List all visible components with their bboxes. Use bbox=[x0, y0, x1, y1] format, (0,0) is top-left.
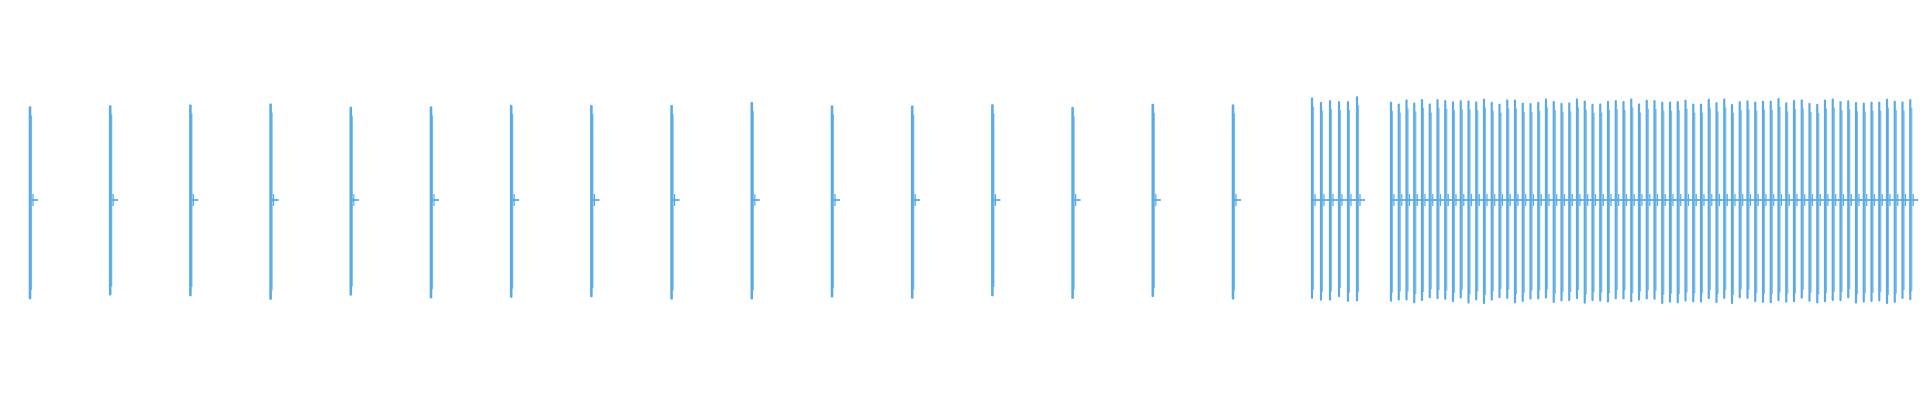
waveform-pulse bbox=[1337, 101, 1347, 298]
waveform-pulse bbox=[1475, 101, 1485, 301]
waveform-pulse bbox=[1909, 98, 1919, 301]
waveform-pulse bbox=[1490, 101, 1500, 301]
waveform-pulse bbox=[28, 106, 38, 300]
waveform-pulse bbox=[1328, 100, 1338, 301]
waveform-pulse bbox=[269, 103, 279, 300]
waveform-pulse bbox=[1506, 99, 1516, 299]
waveform-pulse bbox=[1389, 101, 1399, 302]
waveform-pulse bbox=[1699, 103, 1709, 303]
waveform-pulse bbox=[1831, 98, 1841, 302]
waveform-pulse bbox=[1785, 102, 1795, 303]
waveform-pulse bbox=[1676, 100, 1686, 304]
waveform-pulse bbox=[1738, 101, 1748, 299]
waveform-pulse bbox=[349, 106, 359, 296]
waveform-pulse bbox=[1707, 98, 1717, 300]
waveform-pulse bbox=[1808, 102, 1818, 302]
waveform-pulse bbox=[1346, 101, 1356, 302]
waveform-pulse bbox=[1467, 100, 1477, 304]
waveform-pulse bbox=[1405, 99, 1415, 301]
waveform-pulse bbox=[1723, 98, 1733, 300]
waveform-pulse bbox=[1839, 101, 1849, 302]
waveform-pulse bbox=[1231, 104, 1241, 300]
waveform-pulse bbox=[1482, 98, 1492, 305]
waveform-pulse bbox=[1071, 106, 1081, 299]
waveform-pulse bbox=[1529, 103, 1539, 300]
waveform-pulse bbox=[1622, 100, 1632, 300]
waveform-pulse bbox=[1816, 103, 1826, 304]
waveform-pulse bbox=[1637, 103, 1647, 301]
waveform-pulse bbox=[1893, 100, 1903, 303]
waveform-pulse bbox=[1498, 103, 1508, 299]
waveform-pulse bbox=[1862, 102, 1872, 303]
waveform-pulse bbox=[1310, 97, 1320, 299]
waveform-pulse bbox=[1552, 100, 1562, 303]
waveform-pulse bbox=[1885, 98, 1895, 305]
waveform-pulse bbox=[1537, 101, 1547, 300]
waveform-pulse bbox=[108, 105, 119, 296]
waveform-pulse bbox=[1444, 99, 1454, 300]
waveform-pulse bbox=[1513, 99, 1523, 304]
waveform-pulse bbox=[1568, 102, 1578, 302]
waveform-pulse bbox=[1319, 101, 1329, 301]
waveform-pulse bbox=[1792, 99, 1802, 303]
waveform-pulse bbox=[830, 105, 840, 298]
waveform-pulse bbox=[1575, 98, 1585, 300]
waveform-pulse bbox=[1777, 97, 1787, 302]
waveform-pulse bbox=[1420, 98, 1430, 302]
waveform-pulse bbox=[1428, 103, 1438, 299]
waveform-pulse bbox=[1413, 102, 1423, 304]
waveform-pulse bbox=[1583, 100, 1593, 304]
waveform-pulse bbox=[590, 104, 600, 298]
waveform-pulse bbox=[1692, 103, 1702, 303]
waveform-pulse bbox=[1614, 100, 1624, 300]
waveform-pulse bbox=[1901, 101, 1911, 299]
waveform-pulse bbox=[1761, 100, 1771, 303]
waveform-pulse bbox=[1521, 102, 1531, 303]
waveform-pulse bbox=[1451, 101, 1461, 303]
waveform-pulse bbox=[1754, 101, 1764, 303]
waveform-pulse bbox=[1854, 101, 1864, 304]
waveform-pulse bbox=[670, 104, 680, 300]
waveform-pulse bbox=[1653, 99, 1663, 300]
waveform-pulse bbox=[1397, 103, 1407, 301]
waveform-pulse bbox=[509, 104, 520, 298]
waveform-pulse bbox=[1730, 103, 1740, 305]
waveform-pulse bbox=[1591, 103, 1601, 302]
waveform-pulse bbox=[1800, 99, 1810, 299]
waveform-pulse bbox=[1630, 98, 1640, 303]
waveform-pulse bbox=[1151, 103, 1161, 297]
waveform-pulse bbox=[1661, 101, 1671, 304]
waveform-pulse bbox=[1823, 99, 1833, 303]
waveform-pulse bbox=[1645, 99, 1655, 300]
waveform-pulse bbox=[1878, 101, 1888, 302]
waveform-pulse bbox=[1436, 98, 1446, 300]
waveform-pulse bbox=[1668, 101, 1678, 303]
waveform-pulse bbox=[1870, 101, 1880, 303]
waveform-pulse bbox=[429, 106, 439, 299]
waveform-pulse bbox=[1459, 100, 1469, 299]
waveform-pulse bbox=[189, 104, 199, 297]
waveform-pulse bbox=[991, 104, 1001, 297]
waveform-pulse bbox=[1847, 100, 1857, 299]
waveform-pulse bbox=[1544, 98, 1554, 299]
waveform-pulse bbox=[1355, 96, 1365, 302]
waveform-pulses bbox=[28, 96, 1919, 305]
waveform-pulse bbox=[910, 105, 921, 299]
waveform-pulse bbox=[1715, 102, 1725, 304]
waveform-pulse bbox=[1746, 100, 1756, 300]
waveform-pulse bbox=[750, 101, 760, 300]
waveform-pulse bbox=[1599, 103, 1609, 302]
waveform-pulse bbox=[1684, 99, 1694, 302]
waveform-pulse bbox=[1606, 100, 1616, 303]
waveform-pulse bbox=[1560, 102, 1570, 302]
waveform-pulse bbox=[1769, 100, 1779, 304]
